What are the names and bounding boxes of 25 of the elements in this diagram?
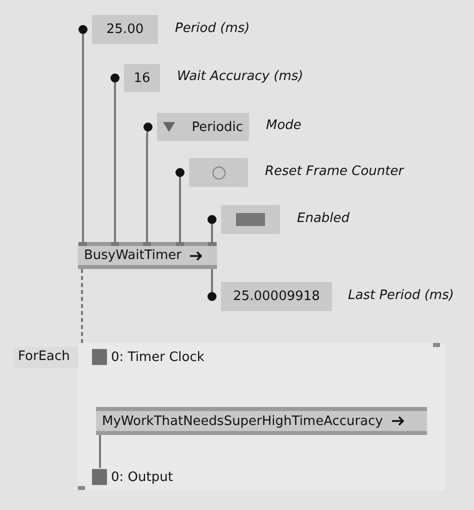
pin-label: Last Period (ms) bbox=[348, 288, 454, 302]
node-box: MyWorkThatNeedsSuperHighTimeAccuracy bbox=[96, 407, 427, 435]
toggle-switch bbox=[221, 205, 280, 234]
region-title: ForEach bbox=[14, 347, 78, 368]
link-line bbox=[208, 215, 216, 242]
link-line bbox=[110, 74, 120, 242]
pin-label: 0: Timer Clock bbox=[111, 350, 204, 364]
pin-label: Wait Accuracy (ms) bbox=[177, 69, 304, 84]
value-box: 25.00009918 bbox=[221, 282, 332, 311]
link-line bbox=[81, 269, 83, 343]
link-line bbox=[144, 122, 152, 242]
value-box: 16 bbox=[124, 64, 160, 92]
link-line bbox=[176, 168, 184, 242]
pin-label: Mode bbox=[266, 118, 302, 133]
link-line bbox=[78, 25, 88, 242]
pin-label: Enabled bbox=[297, 210, 350, 226]
link-line bbox=[99, 435, 101, 468]
toggle-button bbox=[189, 158, 248, 187]
node-box: BusyWaitTimer bbox=[78, 242, 217, 269]
pin-label: Period (ms) bbox=[175, 20, 250, 36]
pin-label: 0: Output bbox=[111, 470, 173, 484]
link-line bbox=[208, 269, 216, 301]
value-box: 25.00 bbox=[92, 15, 158, 44]
pin-label: Reset Frame Counter bbox=[265, 164, 404, 178]
dropdown: Periodic bbox=[157, 113, 249, 141]
